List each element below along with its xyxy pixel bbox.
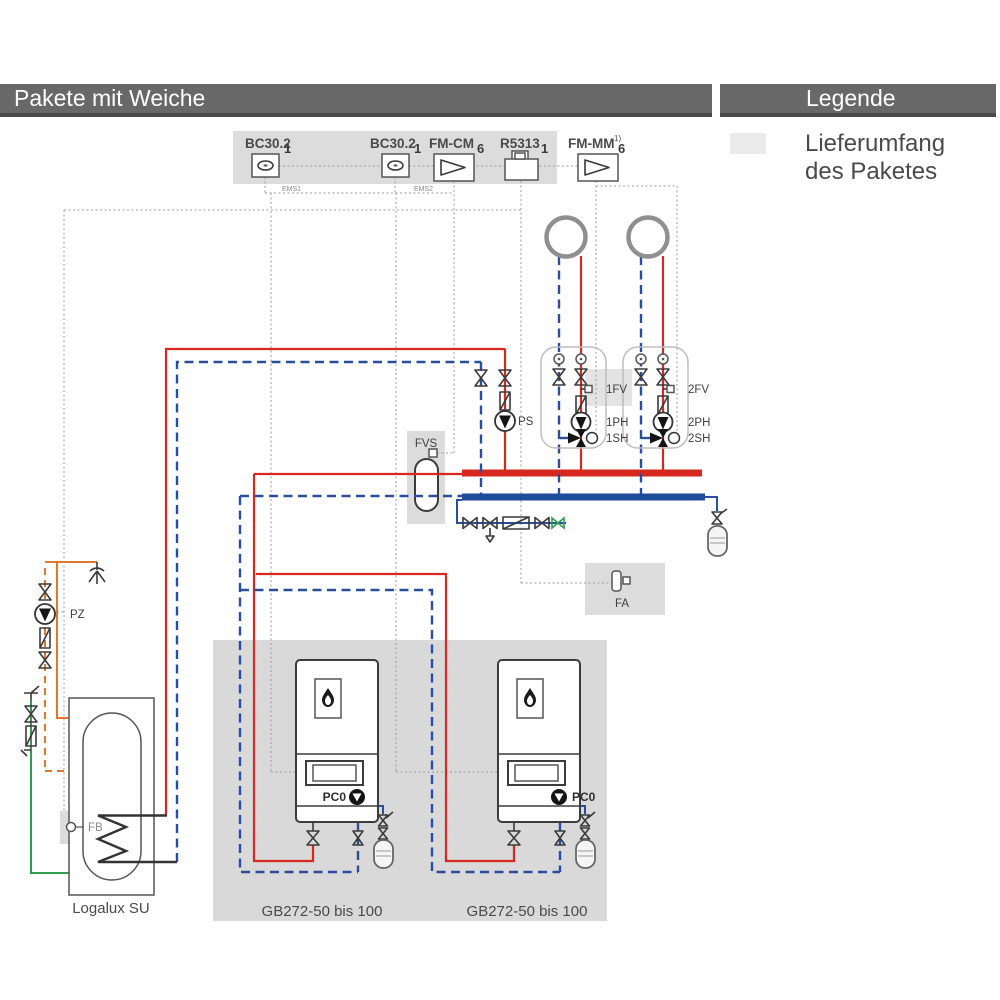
circuit-group-2 xyxy=(634,353,681,447)
return-manifold-bar xyxy=(462,493,705,501)
fb-sensor-icon xyxy=(65,821,77,833)
circulation-line xyxy=(34,583,56,669)
module-row xyxy=(251,150,619,182)
cold-water-fittings xyxy=(20,705,38,757)
valve-actuator-icon xyxy=(667,431,681,445)
mixing-valve-icon xyxy=(568,429,586,447)
storage-tank xyxy=(65,697,177,896)
fa-package-highlight xyxy=(585,563,665,615)
module-label: FM-CM xyxy=(429,136,474,151)
fvs-sensor-icon xyxy=(428,448,438,458)
valve-icon xyxy=(24,705,38,723)
label-ps: PS xyxy=(518,416,534,428)
module-qty: 6 xyxy=(618,141,625,156)
label-2fv: 2FV xyxy=(688,384,709,396)
flow-sensor-icon xyxy=(666,384,675,394)
valve-icon xyxy=(38,583,52,601)
storage-loading-line xyxy=(474,369,516,432)
check-valve-icon xyxy=(499,391,511,411)
expansion-vessel-icon xyxy=(373,839,394,869)
circuit-group-1 xyxy=(552,353,599,447)
bus-label-ems2: EMS2 xyxy=(414,186,433,193)
tap-icon xyxy=(24,685,40,700)
check-valve-icon xyxy=(25,725,37,747)
label-2ph: 2PH xyxy=(688,417,710,429)
fill-drain-assembly xyxy=(462,516,565,543)
flame-icon xyxy=(322,688,334,707)
label-pc0-boiler1: PC0 xyxy=(323,790,347,804)
supply-manifold-bar xyxy=(462,469,702,477)
valve-icon xyxy=(498,369,512,387)
shower-icon xyxy=(88,562,106,584)
hydraulic-separator xyxy=(414,448,439,512)
module-label: BC30.2 xyxy=(370,136,416,151)
boiler-1 xyxy=(295,659,379,823)
label-fb: FB xyxy=(88,822,103,834)
boiler-safety-group-2 xyxy=(575,811,596,869)
valve-icon xyxy=(474,369,488,387)
boiler-safety-group-1 xyxy=(373,811,394,869)
valve-icon xyxy=(574,368,588,386)
mixing-valve-icon xyxy=(650,429,668,447)
fv1-package-highlight xyxy=(585,369,632,406)
fill-valve-icon xyxy=(551,516,565,530)
tank-coil xyxy=(94,814,177,864)
circuit-group-1-box xyxy=(540,346,607,449)
outdoor-sensor xyxy=(611,570,631,592)
bus-label-ems1: EMS1 xyxy=(282,186,301,193)
module-qty: 1 xyxy=(284,141,291,156)
page-title: Pakete mit Weiche xyxy=(14,85,206,111)
boiler-2 xyxy=(497,659,581,823)
label-1sh: 1SH xyxy=(606,433,628,445)
flame-icon xyxy=(524,688,536,707)
legend-package-swatch xyxy=(730,133,766,154)
module-label: BC30.2 xyxy=(245,136,291,151)
expansion-vessel-icon xyxy=(707,525,728,557)
module-qty: 6 xyxy=(477,141,484,156)
drain-icon xyxy=(20,749,31,757)
heating-circuit-1-consumer xyxy=(544,215,588,259)
module-fmcm-icon xyxy=(433,153,475,182)
label-1fv: 1FV xyxy=(606,384,627,396)
label-fvs: FVS xyxy=(415,438,438,450)
tank-model-label: Logalux SU xyxy=(72,900,150,917)
legend-bar: Legende xyxy=(720,84,996,117)
module-qty: 1 xyxy=(414,141,421,156)
module-label: FM-MM xyxy=(568,136,614,151)
check-valve-icon xyxy=(39,627,51,649)
module-label: R5313 xyxy=(500,136,540,151)
system-expansion-vessel xyxy=(707,508,728,557)
control-wiring xyxy=(48,165,678,811)
valve-icon xyxy=(38,651,52,669)
valve-icon xyxy=(656,368,670,386)
label-fa: FA xyxy=(615,598,629,610)
title-bar: Pakete mit Weiche xyxy=(0,84,712,117)
legend-package-label: Lieferumfang des Paketes xyxy=(805,130,946,186)
heating-circuit-2-consumer xyxy=(626,215,670,259)
fa-sensor-icon xyxy=(611,570,622,592)
flow-sensor-icon xyxy=(584,384,593,394)
valve-icon xyxy=(634,368,648,386)
valve-icon xyxy=(552,368,566,386)
valve-actuator-icon xyxy=(585,431,599,445)
label-1ph: 1PH xyxy=(606,417,628,429)
module-qty: 1 xyxy=(541,141,548,156)
expansion-vessel-icon xyxy=(575,839,596,869)
legend-title: Legende xyxy=(806,85,896,111)
label-pc0-boiler2: PC0 xyxy=(572,790,596,804)
label-pz: PZ xyxy=(70,609,85,621)
burner-window xyxy=(314,678,342,719)
label-2sh: 2SH xyxy=(688,433,710,445)
boiler-connection-valves xyxy=(306,822,566,846)
circuit-group-2-box xyxy=(622,346,689,449)
boiler1-model-label: GB272-50 bis 100 xyxy=(262,903,383,920)
module-label-footnote: 1) xyxy=(614,134,621,143)
boiler2-model-label: GB272-50 bis 100 xyxy=(467,903,588,920)
module-fmmm-icon xyxy=(577,153,619,182)
